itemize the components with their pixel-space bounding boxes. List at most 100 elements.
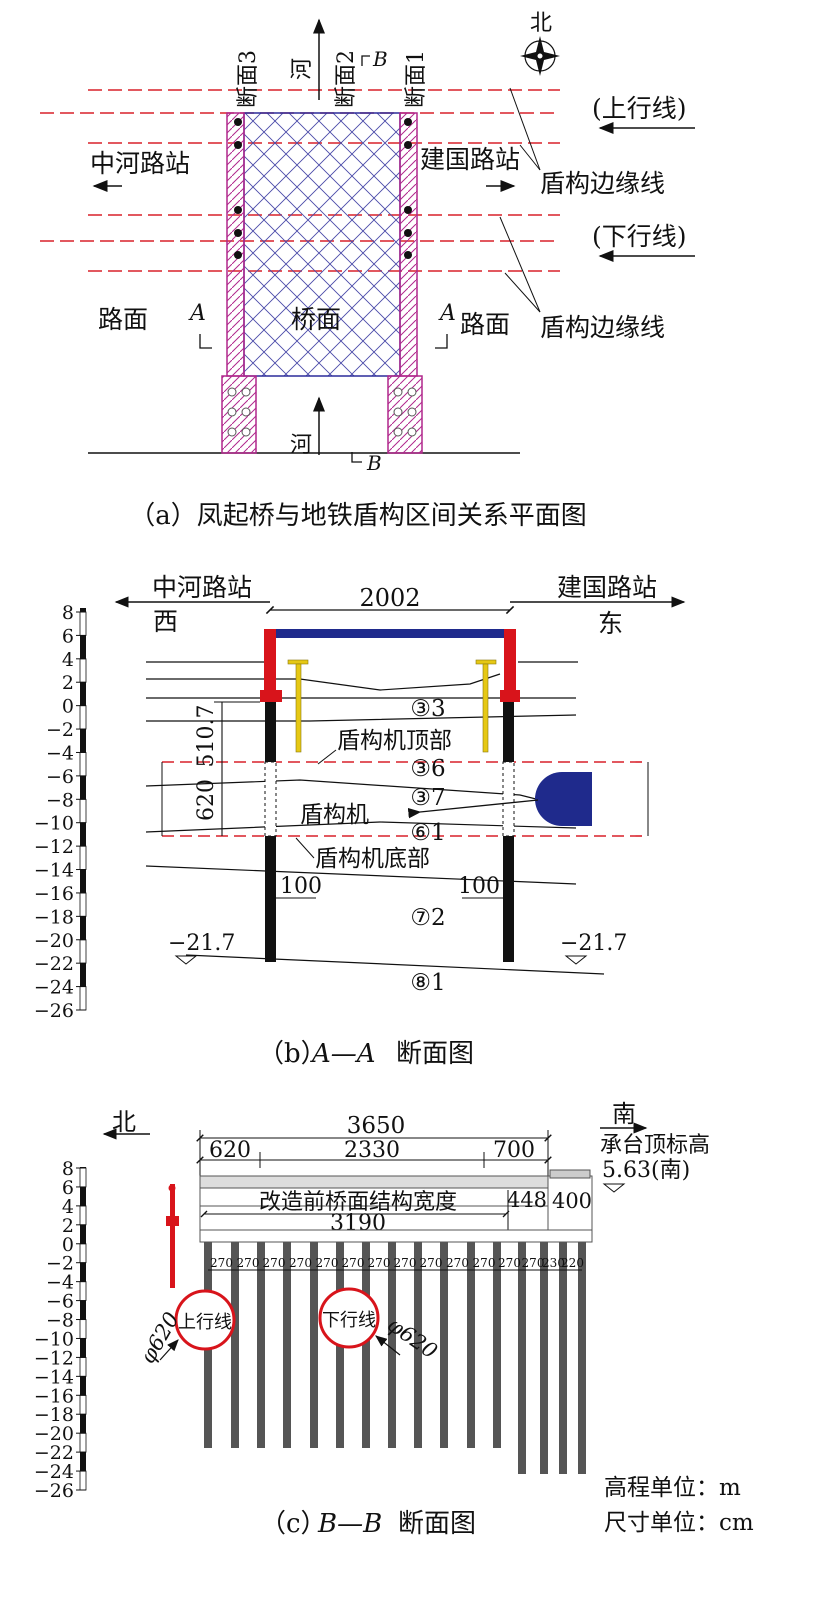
south-label: 南 — [612, 1100, 636, 1128]
pile-spacing-6: 270 — [342, 1256, 365, 1270]
right-pile-cut — [502, 761, 515, 837]
panel-a: 北 断面3 断面2 断面1 河 B 中河路站 建国路站 (上行线) 盾构边缘线 … — [40, 11, 695, 531]
caption-c-mid: B—B — [317, 1509, 382, 1539]
scale-b-tick-7: −6 — [46, 766, 74, 788]
up-line-label: (上行线) — [592, 94, 687, 123]
pile-c-12 — [493, 1242, 501, 1448]
scale-b-tick-1: 6 — [62, 625, 74, 647]
scale-b-tick-0: 8 — [62, 602, 74, 624]
pile-spacing-13: 270 — [522, 1256, 545, 1270]
scale-b-tick-13: −18 — [34, 906, 74, 928]
scale-b-tick-5: −2 — [46, 719, 74, 741]
section-1-label: 断面1 — [404, 50, 429, 108]
scale-b-tick-17: −26 — [34, 1000, 74, 1022]
b-top-label: B — [372, 47, 388, 71]
caption-b-suffix: 断面图 — [396, 1039, 474, 1069]
level-right-label: −21.7 — [560, 931, 627, 956]
pile-c-2 — [231, 1242, 239, 1448]
up-tunnel-circle — [174, 1289, 236, 1351]
caption-c-prefix: （c） — [260, 1509, 327, 1539]
pile-spacing-14: 230 — [542, 1256, 565, 1270]
pile-c-5 — [310, 1242, 318, 1448]
caption-b-prefix: （b） — [258, 1039, 327, 1069]
scale-c-tick-9: −10 — [34, 1328, 74, 1350]
phi-left-label: φ620 — [136, 1308, 184, 1367]
scale-b-tick-4: 0 — [62, 696, 74, 718]
caption-c-suffix: 断面图 — [398, 1509, 476, 1539]
dimension-unit-label: 尺寸单位：cm — [604, 1510, 754, 1536]
shield-machine-icon — [535, 772, 592, 826]
down-tunnel-circle — [318, 1287, 380, 1349]
left-pile-cut — [264, 761, 277, 837]
b-marker-bottom — [351, 452, 362, 463]
pile-c-15 — [559, 1242, 567, 1474]
scale-c-tick-5: −2 — [46, 1253, 74, 1275]
right-pier — [500, 629, 520, 702]
dim-448-label: 448 — [507, 1188, 547, 1212]
dim-700-label: 700 — [493, 1138, 535, 1163]
river-top-label: 河 — [290, 58, 315, 80]
layer-33-label: ③3 — [410, 696, 445, 722]
pile-c-14 — [540, 1242, 548, 1474]
pile-spacing-8: 270 — [394, 1256, 417, 1270]
support-rods — [287, 659, 497, 753]
caption-b-mid: A—A — [310, 1039, 376, 1069]
scale-c-tick-7: −6 — [46, 1291, 74, 1313]
section-2-label: 断面2 — [334, 50, 359, 108]
pile-c-8 — [388, 1242, 396, 1448]
scale-c-tick-4: 0 — [62, 1234, 74, 1256]
pile-c-7 — [362, 1242, 370, 1448]
monitoring-rod-icon — [166, 1184, 179, 1288]
scale-c-tick-0: 8 — [62, 1158, 74, 1180]
pile-spacing-1: 270 — [210, 1256, 233, 1270]
pile-spacing-4: 270 — [289, 1256, 312, 1270]
a-right-label: A — [438, 301, 456, 326]
pile-spacing-2: 270 — [237, 1256, 260, 1270]
pile-spacing-9: 270 — [420, 1256, 443, 1270]
pile-spacing-15: 220 — [561, 1256, 584, 1270]
pile-c-3 — [257, 1242, 265, 1448]
scale-b-tick-9: −10 — [34, 813, 74, 835]
zhonghe-station-label: 中河路站 — [90, 149, 190, 178]
layer-81-label: ⑧1 — [410, 970, 445, 996]
right-wing-wall — [387, 375, 423, 454]
scale-b-tick-16: −24 — [34, 977, 74, 999]
pile-spacing-7: 270 — [368, 1256, 391, 1270]
scale-c-tick-14: −20 — [34, 1423, 74, 1445]
scale-c-tick-16: −24 — [34, 1461, 74, 1483]
elevation-unit-label: 高程单位：m — [604, 1475, 741, 1501]
pile-group-c — [204, 1242, 586, 1474]
scale-c-tick-10: −12 — [34, 1347, 74, 1369]
shield-bottom-label: 盾构机底部 — [315, 846, 430, 872]
panel-b: 86420−2−4−6−8−10−12−14−16−18−20−22−24−26… — [34, 573, 686, 1069]
bridge-deck-area — [243, 112, 401, 377]
shield-edge-label-1: 盾构边缘线 — [540, 169, 665, 198]
pile-spacing-11: 270 — [473, 1256, 496, 1270]
scale-b-tick-8: −8 — [46, 789, 74, 811]
layer-36-label: ③6 — [410, 756, 445, 782]
b-bottom-label: B — [366, 451, 382, 475]
a-left-label: A — [188, 301, 206, 326]
cap-top-level-label: 承台顶标高 — [600, 1133, 710, 1158]
down-tunnel-label: 下行线 — [322, 1310, 376, 1331]
scale-c-tick-12: −16 — [34, 1385, 74, 1407]
cap-top-value-label: 5.63(南) — [602, 1158, 690, 1183]
a-marker-left — [199, 334, 212, 349]
pile-right-label: 100 — [458, 874, 500, 899]
scale-b-tick-3: 2 — [62, 672, 74, 694]
north-arrow-icon — [520, 36, 560, 76]
scale-c-tick-11: −14 — [34, 1366, 74, 1388]
dim-2330-label: 2330 — [344, 1138, 400, 1163]
panel-c: 86420−2−4−6−8−10−12−14−16−18−20−22−24−26… — [34, 1100, 754, 1539]
dim-400-label: 400 — [552, 1189, 592, 1213]
pile-dots — [234, 118, 412, 259]
scale-b-tick-11: −14 — [34, 860, 74, 882]
scale-c-tick-13: −18 — [34, 1404, 74, 1426]
scale-b-tick-14: −20 — [34, 930, 74, 952]
pile-c-16 — [578, 1242, 586, 1474]
north-label-c: 北 — [112, 1108, 136, 1136]
left-abutment — [226, 112, 245, 377]
